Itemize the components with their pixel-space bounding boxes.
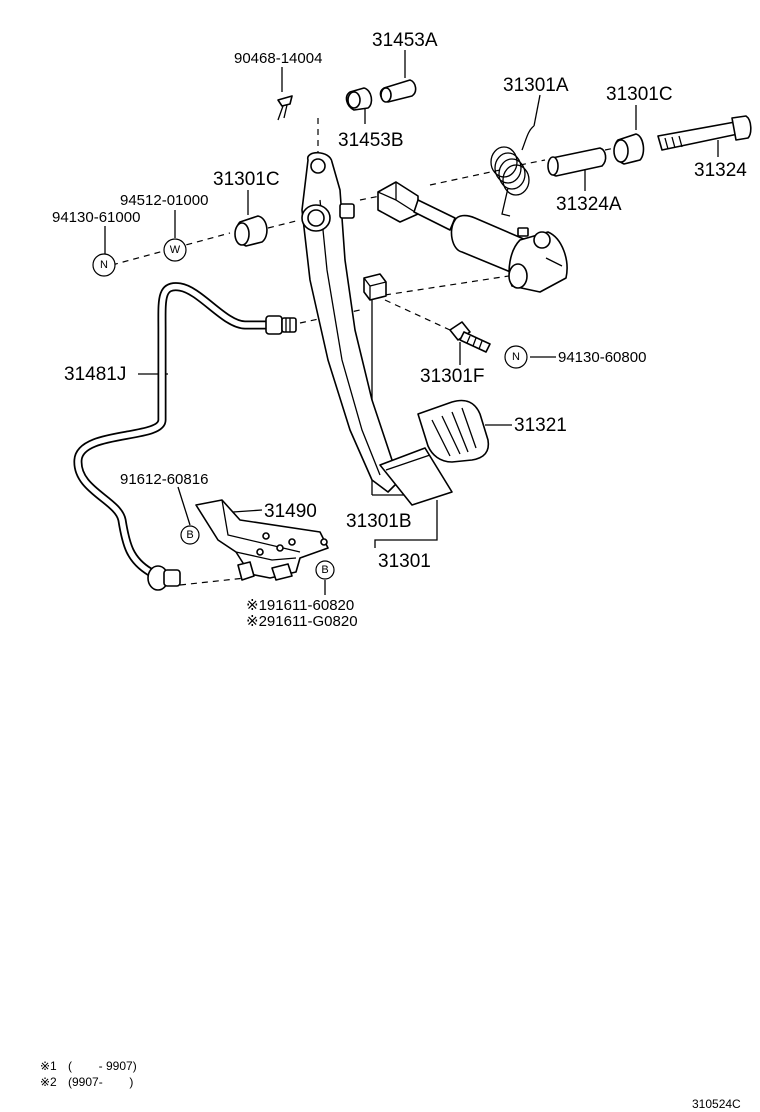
figure-code: 310524C	[692, 1097, 741, 1111]
label-31453B: 31453B	[338, 130, 404, 151]
pedal-stopper	[363, 273, 387, 301]
footnote-1-range: ( - 9907)	[68, 1059, 137, 1073]
label-31324: 31324	[694, 160, 747, 181]
part-labels: 90468-14004 31453A 31453B 31301A 31301C …	[52, 30, 747, 630]
label-31301: 31301	[378, 551, 431, 572]
marker-w-left: W	[170, 244, 181, 256]
label-94512-01000: 94512-01000	[120, 192, 208, 209]
label-31301F: 31301F	[420, 366, 484, 387]
bracket-31490	[195, 499, 329, 581]
pedal-pad	[417, 399, 490, 463]
label-31301A: 31301A	[503, 75, 569, 96]
clutch-pipe	[73, 282, 297, 591]
label-31301C-top: 31301C	[606, 84, 673, 105]
label-31301C-left: 31301C	[213, 169, 280, 190]
label-94130-60800: 94130-60800	[558, 349, 646, 366]
bush-31324A	[547, 147, 607, 177]
bolt-31324	[657, 115, 752, 151]
circle-markers: N W N B B	[92, 238, 528, 580]
return-spring	[490, 125, 535, 217]
marker-n-right: N	[512, 351, 520, 363]
label-91611-G0820: ※291611-G0820	[246, 613, 358, 630]
marker-b-left: B	[186, 529, 193, 541]
washer-31453B	[345, 87, 373, 111]
label-90468-14004: 90468-14004	[234, 50, 322, 67]
marker-n-left: N	[100, 259, 108, 271]
label-94130-61000: 94130-61000	[52, 209, 140, 226]
label-31481J: 31481J	[64, 364, 126, 385]
label-91611-60820: ※191611-60820	[246, 597, 354, 614]
bush-31301C-left	[234, 215, 268, 247]
label-31301B: 31301B	[346, 511, 412, 532]
master-cylinder	[377, 181, 568, 293]
label-91612-60816: 91612-60816	[120, 471, 208, 488]
pin-31453A	[379, 79, 417, 103]
label-31321: 31321	[514, 415, 567, 436]
label-31453A: 31453A	[372, 30, 438, 51]
label-31324A: 31324A	[556, 194, 622, 215]
clip-90468	[277, 95, 293, 121]
clutch-pedal-arm	[301, 151, 453, 506]
footnotes: ※1 ( - 9907) ※2 (9907- ) 310524C	[40, 1059, 741, 1111]
label-31490: 31490	[264, 501, 317, 522]
footnote-2-range: (9907- )	[68, 1075, 133, 1089]
collar-31301C-right	[613, 133, 645, 165]
marker-b-right: B	[321, 564, 328, 576]
footnote-2-mark: ※2	[40, 1075, 57, 1089]
bolt-31301F	[449, 321, 491, 353]
footnote-1-mark: ※1	[40, 1059, 57, 1073]
